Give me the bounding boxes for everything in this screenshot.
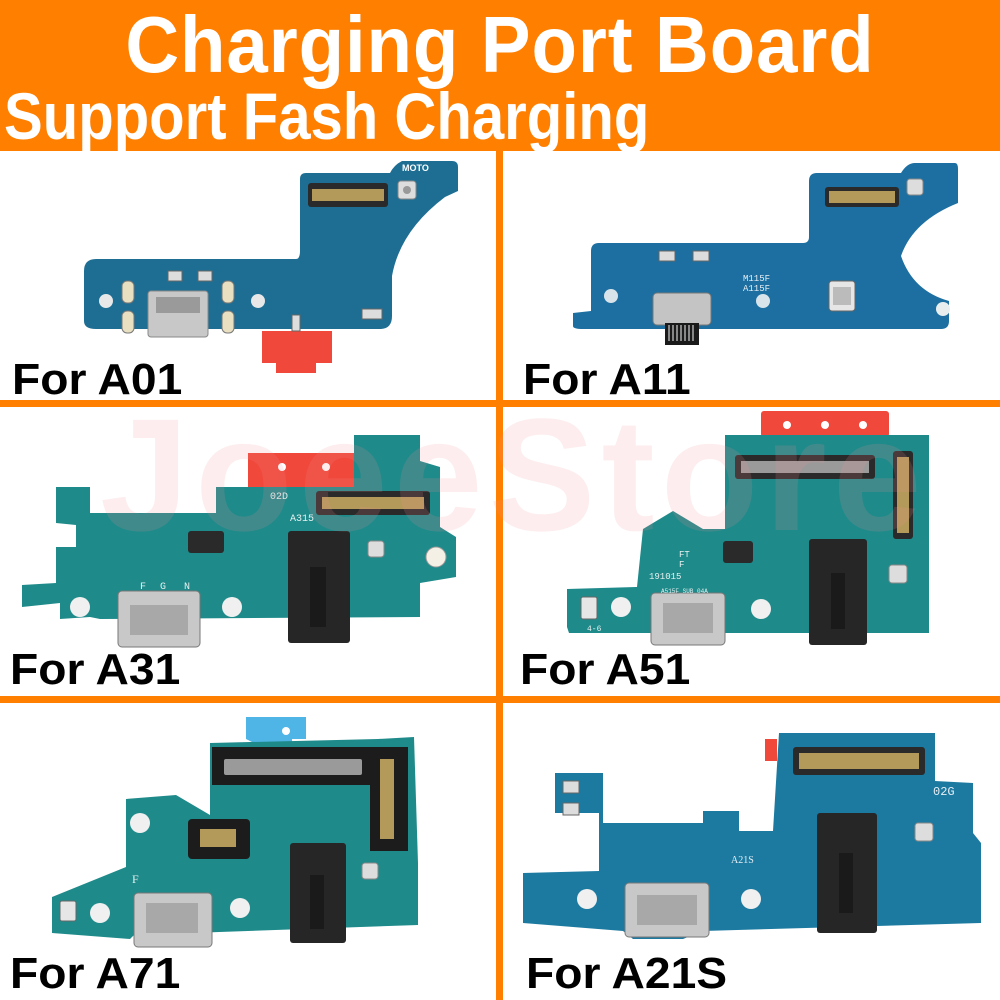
product-cell-a51: FT F 191015 A515F_SUB_04A 4-6 For A51 xyxy=(503,407,1000,696)
product-cell-a21s: 02G A21S For A21S xyxy=(503,703,1000,1000)
pcb-board-image-a01: MOTO xyxy=(84,161,458,373)
board-marking: A515F_SUB_04A xyxy=(661,588,708,595)
model-label-a11: For A11 xyxy=(523,355,691,404)
model-label-a71: For A71 xyxy=(10,949,181,998)
board-marking: MOTO xyxy=(402,163,429,173)
board-marking: G xyxy=(160,582,166,593)
board-marking: 4-6 xyxy=(587,625,602,634)
pcb-board-image-a51: FT F 191015 A515F_SUB_04A 4-6 xyxy=(567,411,929,646)
header-banner: Charging Port Board Support Fash Chargin… xyxy=(0,0,1000,151)
board-marking: A315 xyxy=(290,514,314,525)
model-label-a51: For A51 xyxy=(520,645,691,694)
model-label-a31: For A31 xyxy=(10,645,181,694)
grid-divider-horizontal-2 xyxy=(0,696,1000,703)
product-cell-a71: F For A71 xyxy=(0,703,496,1000)
board-marking: A115F xyxy=(743,284,770,294)
pcb-board-image-a31: 02D A315 F G N xyxy=(22,435,456,648)
board-marking: F xyxy=(140,582,146,593)
board-marking: F xyxy=(132,872,139,886)
grid-divider-horizontal-1 xyxy=(0,400,1000,407)
model-label-a01: For A01 xyxy=(12,355,183,404)
pcb-board-image-a71: F xyxy=(52,717,418,948)
model-label-a21s: For A21S xyxy=(526,949,728,998)
product-cell-a11: M115F A115F For A11 xyxy=(503,151,1000,404)
product-cell-a31: 02D A315 F G N For A31 xyxy=(0,407,496,696)
page-title: Charging Port Board xyxy=(125,0,875,89)
board-marking: A21S xyxy=(731,855,754,866)
grid-divider-vertical xyxy=(496,151,503,1000)
board-marking: 02D xyxy=(270,492,288,503)
product-cell-a01: MOTO For A01 xyxy=(0,151,496,404)
pcb-board-image-a21s: 02G A21S xyxy=(523,733,981,939)
page-subtitle: Support Fash Charging xyxy=(4,79,650,153)
board-marking: 02G xyxy=(933,785,955,799)
board-marking: M115F xyxy=(743,274,770,284)
board-marking: N xyxy=(184,582,190,593)
board-marking: F xyxy=(679,560,684,570)
board-marking: FT xyxy=(679,550,690,560)
pcb-board-image-a11: M115F A115F xyxy=(573,163,958,345)
board-marking: 191015 xyxy=(649,572,681,582)
